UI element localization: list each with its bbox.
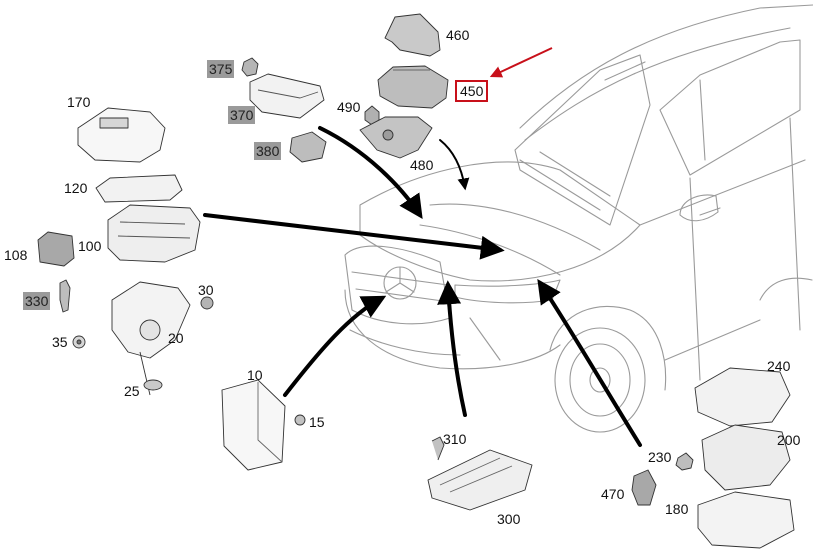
callout-25: 25	[124, 383, 140, 399]
callout-15: 15	[309, 414, 325, 430]
callout-230: 230	[648, 449, 672, 465]
callout-300: 300	[497, 511, 521, 527]
callout-310: 310	[443, 431, 467, 447]
part-30-nut	[200, 296, 214, 310]
callout-20: 20	[168, 330, 184, 346]
callout-330: 330	[23, 292, 51, 310]
part-180-tray	[697, 491, 795, 549]
component-parts	[37, 13, 795, 549]
part-15-screw	[294, 414, 306, 426]
callout-108: 108	[4, 247, 28, 263]
pointer-arrows	[203, 126, 642, 447]
part-120-frame	[95, 174, 183, 203]
part-375-clip	[241, 57, 259, 77]
part-380-clip	[289, 131, 327, 163]
arrow-100-to-car	[203, 213, 505, 260]
arrow-10-to-grille	[283, 295, 387, 397]
callout-100: 100	[78, 238, 102, 254]
highlight-arrow	[489, 47, 553, 78]
arrow-480-to-hood	[439, 139, 470, 191]
part-370-fuse-holder	[249, 73, 325, 119]
callout-10: 10	[247, 367, 263, 383]
part-25-grommet	[143, 379, 163, 391]
part-170-cover	[77, 107, 166, 163]
part-200-fuse-box	[701, 424, 791, 491]
callout-240: 240	[767, 358, 791, 374]
part-480-bracket	[359, 116, 433, 159]
arrow-370-to-hood	[318, 126, 423, 219]
part-450-module	[377, 65, 449, 109]
callout-380: 380	[254, 142, 282, 160]
callout-450: 450	[455, 80, 489, 102]
callout-470: 470	[601, 486, 625, 502]
part-240-cover	[694, 367, 791, 427]
arrow-200-to-car	[537, 279, 642, 447]
callout-480: 480	[410, 157, 434, 173]
callout-180: 180	[665, 501, 689, 517]
part-470-sensor	[631, 469, 657, 506]
part-330-pin	[59, 279, 71, 313]
part-100-fuse-box	[107, 204, 201, 263]
callout-490: 490	[337, 99, 361, 115]
callout-370: 370	[228, 106, 256, 124]
part-460-cover	[384, 13, 441, 57]
part-108-relay	[37, 231, 75, 267]
callout-460: 460	[446, 27, 470, 43]
callout-375: 375	[207, 60, 235, 78]
arrow-300-to-car	[437, 280, 467, 417]
callout-30: 30	[198, 282, 214, 298]
callout-200: 200	[777, 432, 801, 448]
part-300-module	[427, 449, 533, 511]
part-310-screw	[431, 436, 445, 461]
callout-170: 170	[67, 94, 91, 110]
callout-35: 35	[52, 334, 68, 350]
callout-120: 120	[64, 180, 88, 196]
part-230-nut	[675, 452, 694, 471]
